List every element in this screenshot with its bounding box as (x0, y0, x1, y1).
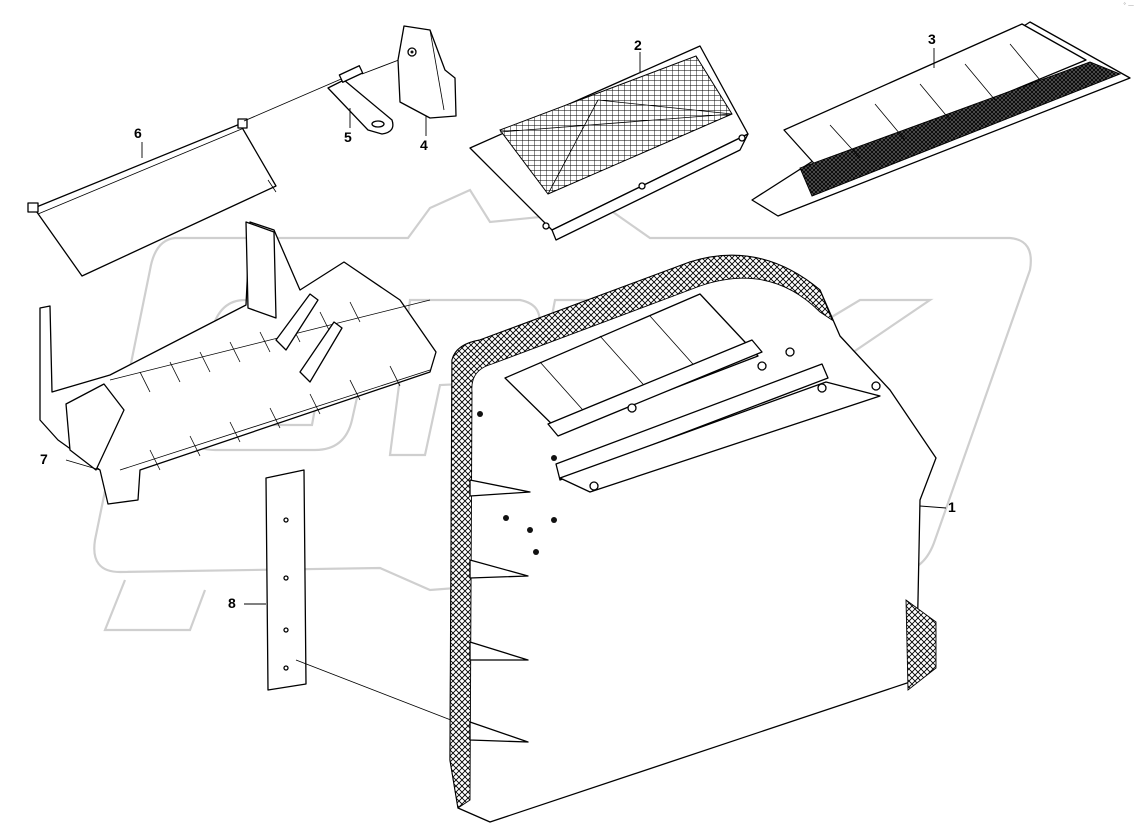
part-8-strip (244, 469, 457, 723)
callout-labels: 1 2 3 4 5 6 7 8 (40, 31, 956, 611)
callout-3: 3 (928, 31, 936, 47)
callout-2: 2 (634, 37, 642, 53)
housing-spikes (469, 479, 531, 743)
housing-holes (477, 347, 881, 555)
corner-mark: ° — (1123, 2, 1134, 9)
leader-lines (141, 108, 427, 158)
part-3-grille (751, 21, 1131, 217)
part-7-frame (39, 221, 437, 505)
frame-ribs (139, 301, 401, 471)
callout-8: 8 (228, 595, 236, 611)
part-6-flap (27, 69, 363, 277)
part-1-housing (449, 254, 947, 823)
callout-6: 6 (134, 125, 142, 141)
part-5-lever (327, 57, 405, 135)
callout-7: 7 (40, 451, 48, 467)
callout-1: 1 (948, 499, 956, 515)
callout-4: 4 (420, 137, 428, 153)
part-2-filter (469, 45, 749, 241)
callout-5: 5 (344, 129, 352, 145)
part-4-bracket (397, 25, 457, 119)
